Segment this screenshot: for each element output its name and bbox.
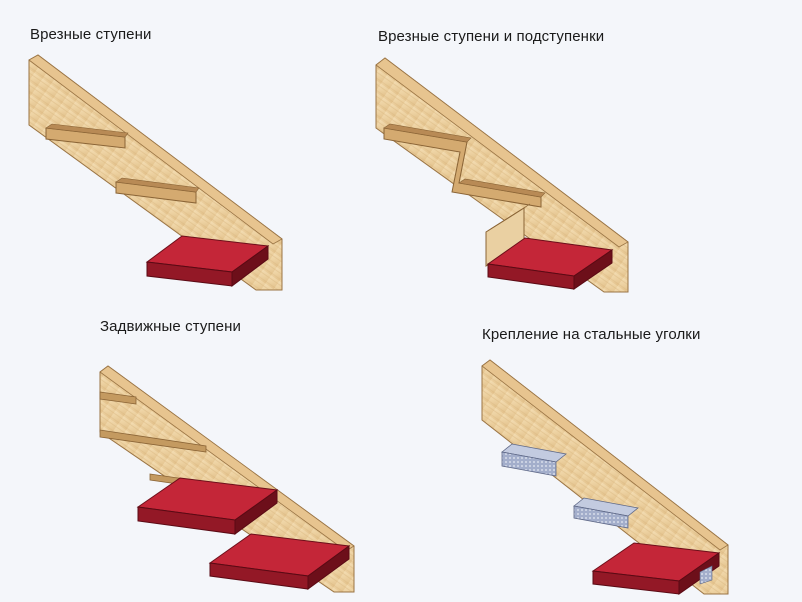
steel-angle — [501, 451, 557, 477]
sliding-groove — [99, 429, 207, 453]
panel-sliding-treads — [99, 365, 355, 593]
panel-steel-angle-mount — [481, 359, 729, 595]
stringer-top-edge — [481, 359, 729, 551]
caption-housed-treads-and-risers: Врезные ступени и подступенки — [378, 28, 605, 45]
panel-housed-treads — [28, 54, 283, 291]
caption-steel-angle-mount: Крепление на стальные уголки — [482, 326, 701, 343]
tread-riser-housing — [383, 127, 542, 208]
tread-side — [307, 545, 350, 590]
sliding-groove — [99, 391, 137, 405]
tread-side — [231, 245, 269, 287]
panel-housed-treads-and-risers — [375, 57, 629, 293]
caption-sliding-treads: Задвижные ступени — [100, 318, 241, 335]
tread-side — [573, 249, 613, 290]
steel-angle — [699, 565, 713, 585]
caption-housed-treads: Врезные ступени — [30, 26, 152, 43]
tread-side — [678, 552, 720, 595]
stringer-top-edge — [375, 57, 629, 248]
stringer-top-edge — [28, 54, 283, 245]
steel-angle — [573, 505, 629, 529]
tread-side — [234, 489, 278, 535]
